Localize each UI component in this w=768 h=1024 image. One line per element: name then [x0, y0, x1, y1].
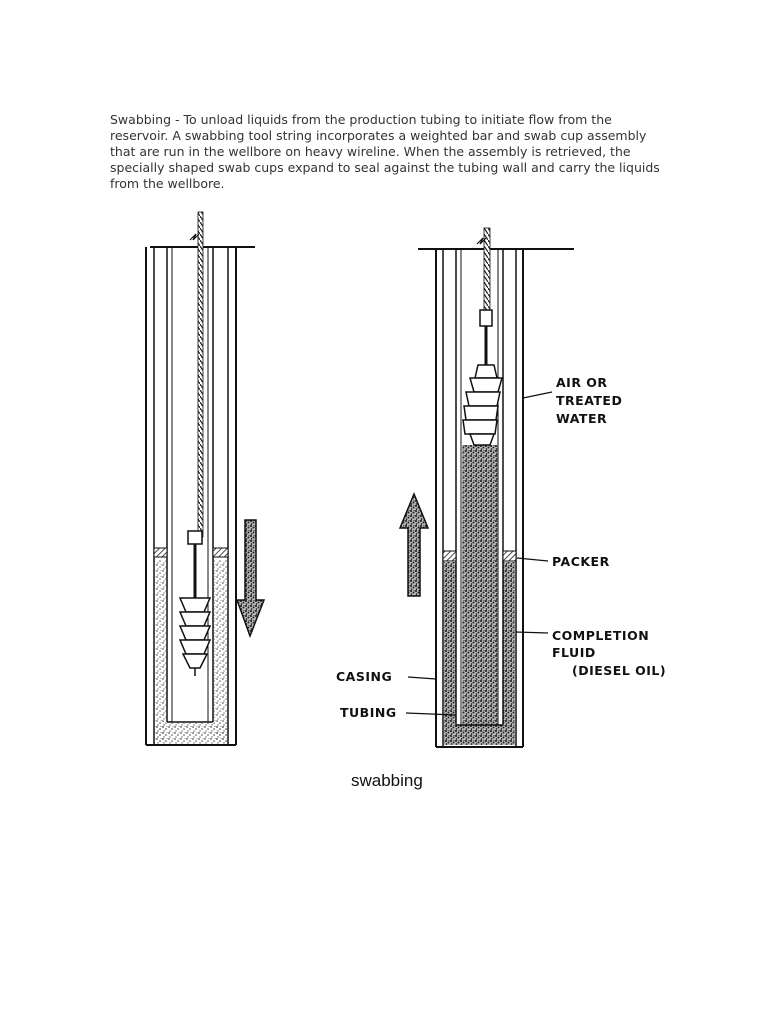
right-packer — [502, 550, 517, 562]
label-tubing: TUBING — [340, 705, 397, 720]
label-water: WATER — [556, 411, 607, 426]
left-well — [145, 211, 266, 746]
left-annulus-fluid — [214, 560, 227, 743]
right-packer — [442, 550, 457, 562]
right-annulus-fluid — [503, 562, 515, 745]
label-treated: TREATED — [556, 393, 622, 408]
label-air-or: AIR OR — [556, 375, 608, 390]
label-completion: COMPLETION — [552, 628, 649, 643]
label-casing: CASING — [336, 669, 392, 684]
left-sinker-bar — [187, 530, 203, 545]
right-wireline — [483, 227, 491, 311]
left-wireline — [197, 211, 204, 538]
figure-caption: swabbing — [351, 771, 423, 790]
label-packer: PACKER — [552, 554, 610, 569]
right-swab-cups — [462, 364, 503, 446]
right-sinker-bar — [479, 309, 493, 327]
left-packer — [212, 547, 229, 558]
right-annulus-fluid — [444, 562, 456, 745]
description-paragraph: Swabbing - To unload liquids from the pr… — [110, 112, 660, 191]
label-diesel-oil: (DIESEL OIL) — [572, 663, 666, 678]
diagram-labels: AIR OR TREATED WATER PACKER COMPLETION F… — [336, 375, 666, 790]
left-annulus-fluid — [155, 560, 166, 743]
label-fluid: FLUID — [552, 645, 596, 660]
right-well — [398, 227, 574, 748]
left-packer — [153, 547, 168, 558]
down-arrow — [235, 519, 266, 639]
right-tubing-fluid — [462, 445, 498, 725]
up-arrow — [398, 492, 430, 597]
left-swab-cups — [178, 597, 212, 676]
